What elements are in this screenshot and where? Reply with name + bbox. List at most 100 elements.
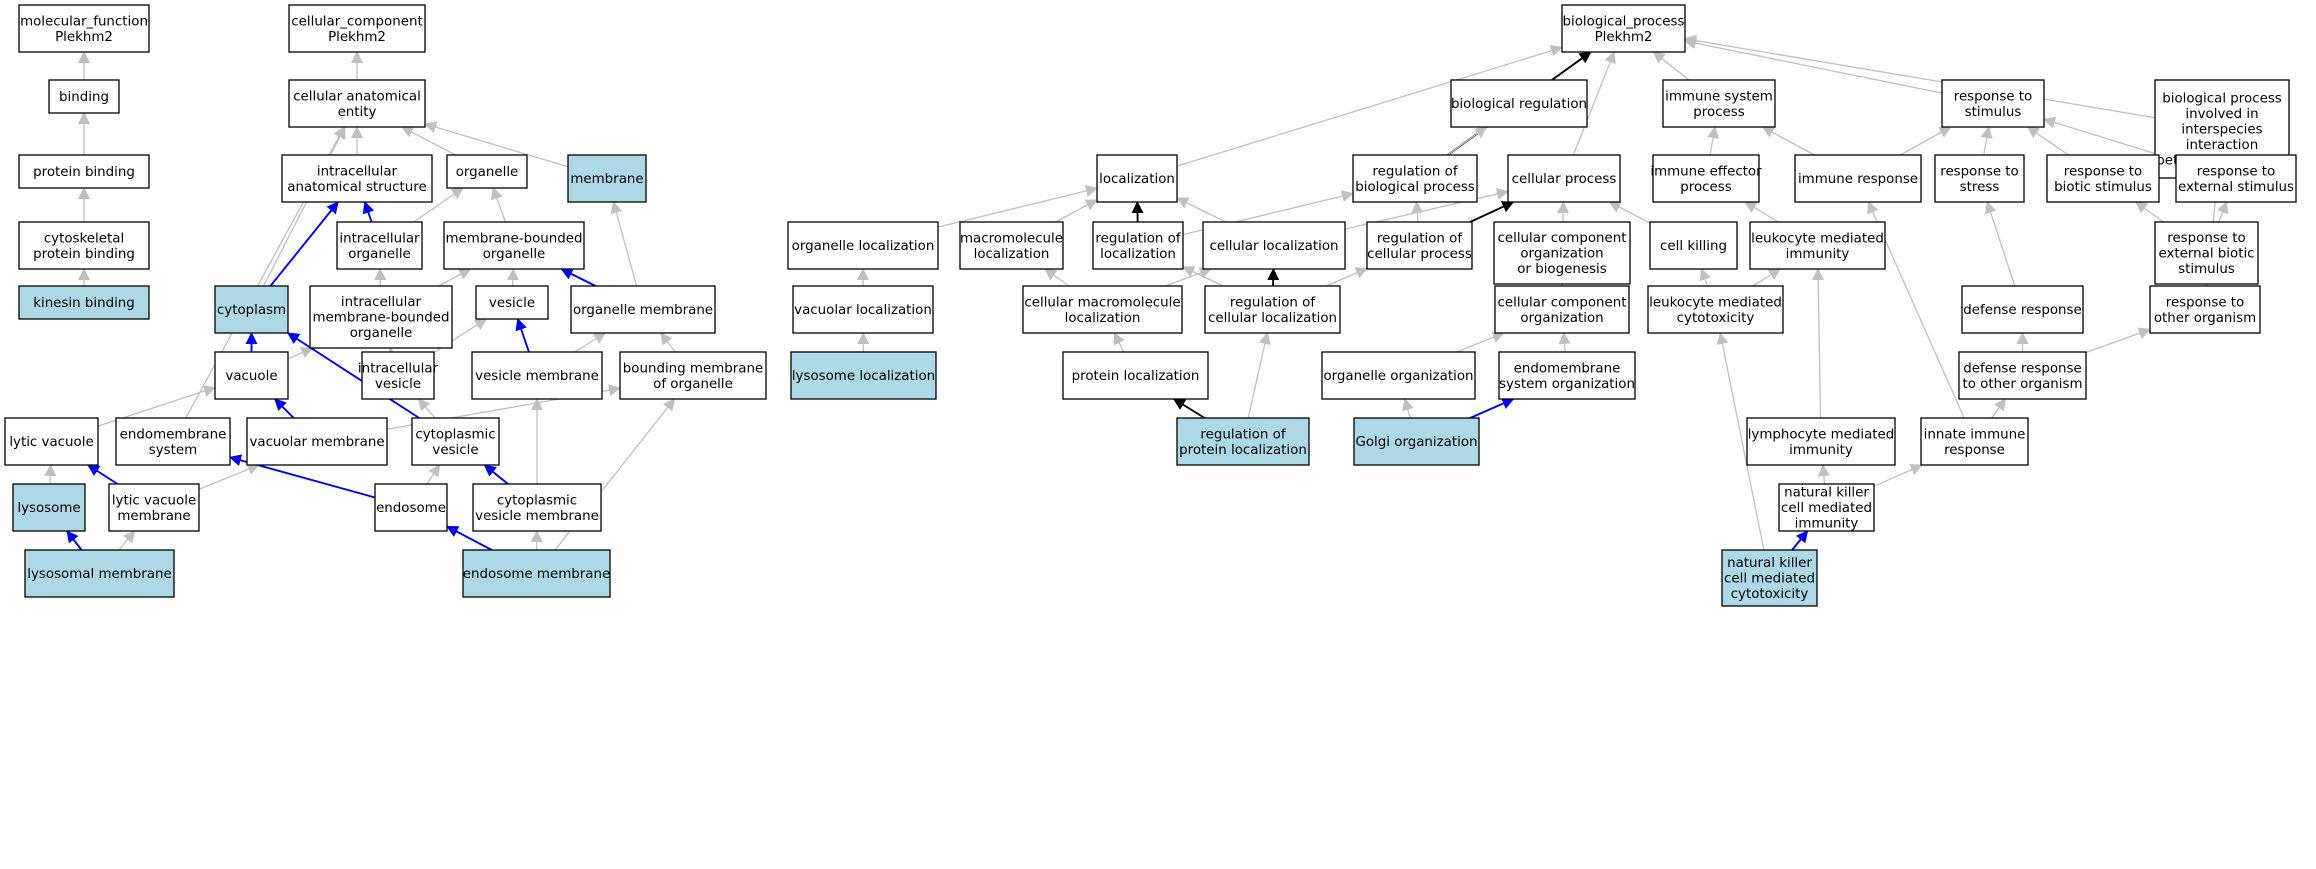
term-node-cellular-process[interactable]: cellular process: [1507, 154, 1621, 203]
term-node-organelle-organization[interactable]: organelle organization: [1321, 351, 1476, 400]
term-node-lysosomal-membrane[interactable]: lysosomal membrane: [24, 549, 175, 598]
term-node-cellular-localization[interactable]: cellular localization: [1202, 221, 1346, 270]
part-of-edge: [446, 525, 493, 551]
term-node-kinesin-binding[interactable]: kinesin binding: [18, 285, 150, 320]
term-node-defense-response[interactable]: defense response: [1961, 285, 2084, 334]
is-a-edge: [1817, 464, 1830, 485]
term-node-protein-binding[interactable]: protein binding: [18, 154, 150, 189]
term-label-line: organelle: [456, 165, 519, 180]
term-node-vesicle-membrane[interactable]: vesicle membrane: [471, 351, 603, 400]
is-a-edge: [1402, 398, 1414, 419]
term-node-organelle-localization[interactable]: organelle localization: [787, 221, 939, 270]
term-box: [570, 285, 716, 334]
term-node-membrane[interactable]: membrane: [567, 154, 647, 203]
term-label-line: macromolecule: [960, 231, 1063, 246]
term-node-vesicle[interactable]: vesicle: [475, 285, 549, 320]
is-a-edge: [1572, 51, 1616, 156]
is-a-edge: [1558, 332, 1571, 353]
term-node-cytoplasm[interactable]: cytoplasm: [214, 285, 289, 334]
term-box: [2046, 154, 2160, 203]
is-a-edge: [417, 398, 436, 419]
term-node-protein-localization[interactable]: protein localization: [1062, 351, 1209, 400]
term-node-biological-regulation[interactable]: biological regulation: [1450, 79, 1588, 128]
term-node-immune-response[interactable]: immune response: [1794, 154, 1922, 203]
term-node-cell-killing[interactable]: cell killing: [1649, 221, 1738, 270]
term-label-line: lysosomal membrane: [27, 567, 171, 582]
term-label-line: response to: [2197, 164, 2276, 179]
term-label-line: immune response: [1798, 172, 1918, 187]
is-a-edge: [118, 530, 136, 551]
term-node-endosome-membrane[interactable]: endosome membrane: [462, 549, 611, 598]
term-label-line: involved in: [2185, 107, 2258, 122]
term-label-line: immunity: [1786, 247, 1850, 262]
is-a-edge: [1980, 126, 1993, 156]
term-box: [288, 79, 426, 128]
term-label-line: localization: [1100, 247, 1176, 262]
term-node-lytic-vacuole[interactable]: lytic vacuole: [4, 417, 99, 466]
term-label-line: response to: [2166, 295, 2245, 310]
term-label-line: organelle localization: [792, 239, 935, 254]
term-label-line: endosome membrane: [463, 567, 610, 582]
term-node-vacuolar-localization[interactable]: vacuolar localization: [792, 285, 934, 334]
term-label-line: cellular localization: [1208, 311, 1337, 326]
term-box: [462, 549, 611, 598]
term-node-binding[interactable]: binding: [48, 79, 120, 114]
term-node-vacuole[interactable]: vacuole: [214, 351, 289, 400]
term-node-organelle[interactable]: organelle: [446, 154, 528, 189]
term-label-line: other organism: [2154, 311, 2256, 326]
term-node-lysosome[interactable]: lysosome: [12, 483, 86, 532]
term-node-organelle-membrane[interactable]: organelle membrane: [570, 285, 716, 334]
term-label-line: stimulus: [1965, 105, 2022, 120]
term-label-line: leukocyte mediated: [1649, 295, 1782, 310]
term-node-localization[interactable]: localization: [1096, 154, 1178, 203]
term-label-line: cytoplasmic: [415, 427, 495, 442]
term-label-line: biological process: [1355, 180, 1475, 195]
term-node-vacuolar-membrane[interactable]: vacuolar membrane: [246, 417, 388, 466]
term-node-lysosome-localization[interactable]: lysosome localization: [790, 351, 937, 400]
term-box: [1649, 221, 1738, 270]
term-node-golgi-organization[interactable]: Golgi organization: [1353, 417, 1480, 466]
term-node-endosome[interactable]: endosome: [374, 483, 448, 532]
